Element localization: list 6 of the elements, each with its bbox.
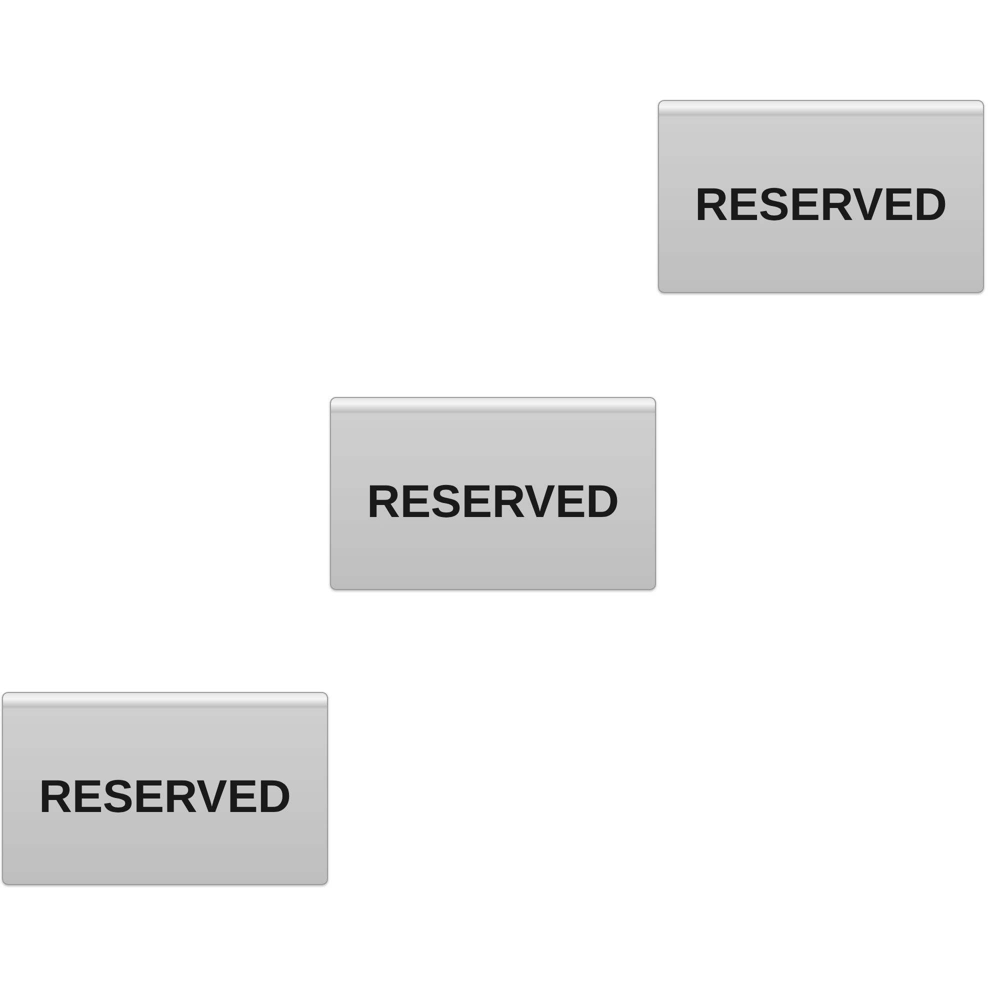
sign-text: RESERVED [366,478,620,524]
sign-text: RESERVED [38,772,292,818]
table-sign [330,397,656,590]
table-sign [658,100,984,293]
table-sign [2,692,328,885]
sign-text: RESERVED [694,180,948,226]
